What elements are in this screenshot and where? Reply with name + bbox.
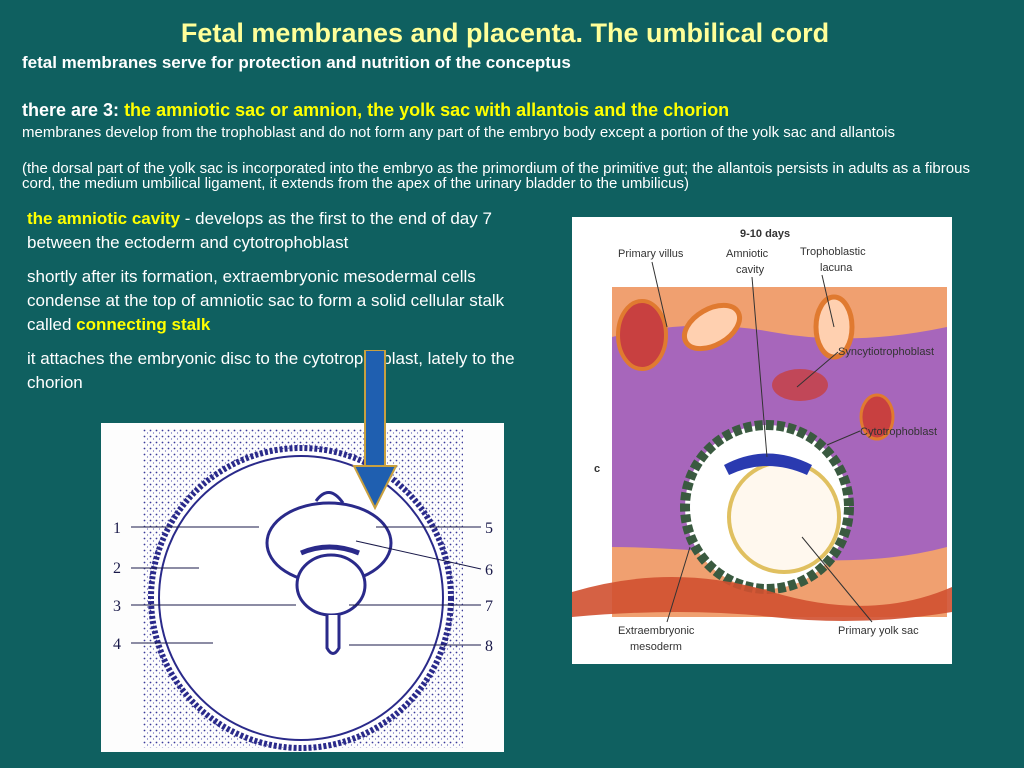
embryonic-disc <box>724 453 812 475</box>
amniotic-cavity-paragraph: the amniotic cavity - develops as the fi… <box>27 207 527 255</box>
diagram-number-8: 8 <box>485 638 493 655</box>
membranes-count-line: there are 3: the amniotic sac or amnion,… <box>22 100 729 121</box>
diagram-number-4: 4 <box>113 636 121 653</box>
amniotic-cavity-term: the amniotic cavity <box>27 209 181 228</box>
connecting-stalk-description: shortly after its formation, extraembryo… <box>27 267 505 334</box>
label-amniotic-cavity-line2: cavity <box>736 264 765 276</box>
implantation-day-9-10-diagram: 9-10 days c Primary villus Amniotic cavi… <box>572 217 952 664</box>
connecting-stalk-term: connecting stalk <box>76 315 211 334</box>
diagram-number-3: 3 <box>113 598 121 615</box>
amniotic-cavity-description: - develops as the first to the end of da… <box>27 209 492 252</box>
membranes-origin-note: membranes develop from the trophoblast a… <box>22 124 896 141</box>
slide-title: Fetal membranes and placenta. The umbili… <box>180 18 830 48</box>
diagram-number-5: 5 <box>485 520 493 537</box>
label-amniotic-cavity-line1: Amniotic <box>726 248 769 260</box>
label-cytotrophoblast: Cytotrophoblast <box>860 426 937 438</box>
diagram-title: 9-10 days <box>740 228 790 240</box>
membranes-count-prefix: there are 3: <box>22 100 125 120</box>
diagram-number-1: 1 <box>113 520 121 537</box>
diagram-number-2: 2 <box>113 560 121 577</box>
connecting-stalk <box>314 491 345 504</box>
primary-yolk-sac <box>727 460 841 574</box>
diagram-number-6: 6 <box>485 562 493 579</box>
yolk-sac-allantois-note: (the dorsal part of the yolk sac is inco… <box>22 160 970 192</box>
attachment-paragraph: it attaches the embryonic disc to the cy… <box>27 349 515 392</box>
diagram-number-7: 7 <box>485 598 493 615</box>
label-trophoblastic-lacuna-line1: Trophoblastic <box>800 246 866 258</box>
down-arrow-icon <box>352 349 398 511</box>
slide-subtitle: fetal membranes serve for protection and… <box>22 53 571 72</box>
yolk-sac <box>295 553 367 617</box>
label-syncytiotrophoblast: Syncytiotrophoblast <box>838 346 934 358</box>
blastocyst-section-diagram: 1 2 3 4 5 6 7 8 <box>101 423 504 752</box>
label-trophoblastic-lacuna-line2: lacuna <box>820 262 853 274</box>
label-extraembryonic-mesoderm-line2: mesoderm <box>630 641 682 653</box>
diagram-letter: c <box>594 463 600 475</box>
label-primary-villus: Primary villus <box>618 248 684 260</box>
label-extraembryonic-mesoderm-line1: Extraembryonic <box>618 625 695 637</box>
label-primary-yolk-sac: Primary yolk sac <box>838 625 919 637</box>
body-text-column: the amniotic cavity - develops as the fi… <box>27 207 527 405</box>
connecting-stalk-paragraph: shortly after its formation, extraembryo… <box>27 265 527 337</box>
membranes-list: the amniotic sac or amnion, the yolk sac… <box>124 100 730 120</box>
